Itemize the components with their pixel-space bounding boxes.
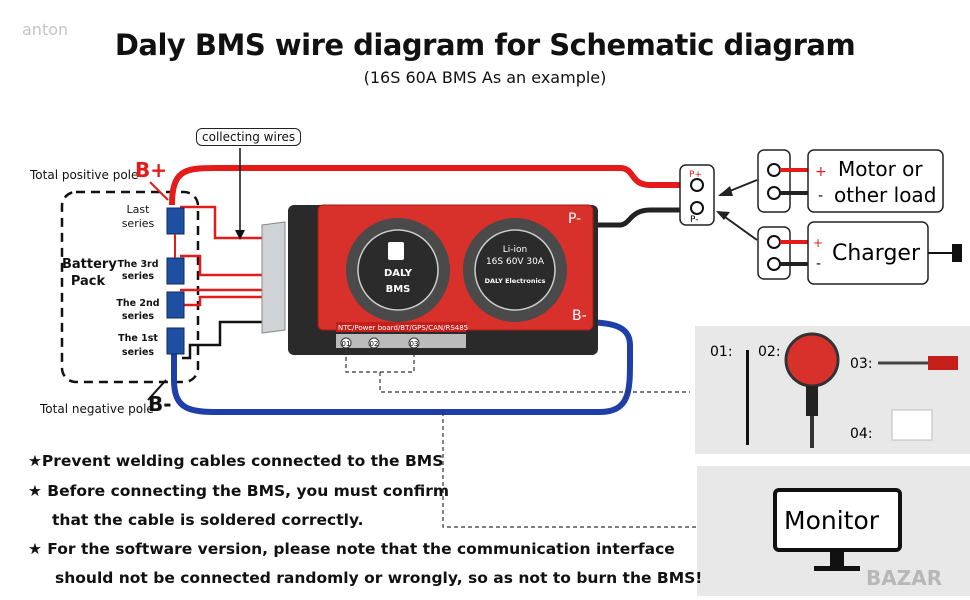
accessory-02-label: 02: — [758, 344, 781, 360]
cell-2nd — [166, 291, 185, 319]
ntc-sensor — [746, 350, 749, 445]
p-terminal — [679, 164, 715, 226]
bms-badge: BMS — [386, 284, 411, 295]
note-1: ★Prevent welding cables connected to the… — [28, 452, 444, 470]
svg-text:P-: P- — [690, 215, 698, 225]
fan-right: Li-ion 16S 60V 30A DALY Electronics — [463, 218, 567, 322]
monitor-label: Monitor — [784, 506, 880, 535]
total-positive-label: Total positive pole — [30, 168, 139, 182]
note-3-cont: should not be connected randomly or wron… — [55, 569, 703, 587]
note-2-cont: that the cable is soldered correctly. — [52, 511, 364, 529]
cell-3rd — [166, 257, 185, 285]
battery-pack-outline — [60, 190, 200, 384]
svg-text:02: 02 — [370, 340, 379, 348]
accessory-04-label: 04: — [850, 426, 873, 442]
load-box — [807, 149, 944, 213]
total-negative-label: Total negative pole — [40, 402, 154, 416]
b-plus-label: B+ — [135, 158, 168, 182]
usb-adapter — [928, 356, 958, 370]
watermark: BAZAR — [866, 566, 943, 590]
bms-p-minus: P- — [568, 211, 581, 227]
plug-icon — [952, 244, 962, 262]
positive-wire — [169, 165, 685, 206]
cell-last — [166, 207, 185, 235]
bms-ports: 01 02 03 — [340, 337, 420, 349]
bms-b-minus: B- — [572, 308, 587, 324]
bluetooth-module — [784, 332, 840, 388]
svg-text:+: + — [815, 164, 827, 180]
charger-label: Charger — [832, 241, 921, 266]
collector-connector — [261, 221, 286, 334]
accessory-01-label: 01: — [710, 344, 733, 360]
battery-pack-line: Battery — [62, 257, 117, 272]
collecting-wires-label: collecting wires — [196, 128, 302, 146]
battery-pack-label: Battery Pack — [62, 256, 117, 290]
svg-text:+: + — [813, 236, 823, 250]
p-minus-wire — [590, 207, 685, 228]
battery-pack-line: Pack — [70, 274, 106, 289]
diagram-title: Daly BMS wire diagram for Schematic diag… — [114, 28, 856, 62]
fan-left: DALY BMS — [346, 218, 450, 322]
accessory-03-label: 03: — [850, 356, 873, 372]
monitor-icon — [773, 488, 902, 552]
diagram-subtitle: (16S 60A BMS As an example) — [363, 68, 607, 87]
bms-port-label: NTC/Power board/BT/GPS/CAN/RS485 — [338, 324, 468, 332]
bms-spec: 16S 60V 30A — [486, 257, 545, 267]
note-2: ★ Before connecting the BMS, you must co… — [28, 482, 450, 500]
bms-maker: DALY Electronics — [485, 277, 546, 285]
svg-text:-: - — [818, 188, 823, 204]
can-module — [891, 409, 933, 441]
bms-chemistry: Li-ion — [503, 245, 527, 255]
negative-wire — [171, 319, 633, 415]
cell-1st — [166, 327, 185, 355]
b-minus-label: B- — [148, 392, 172, 416]
sense-wires — [180, 205, 262, 307]
battery-cells — [166, 207, 185, 355]
svg-text:03: 03 — [410, 340, 419, 348]
svg-text:P+: P+ — [689, 170, 702, 180]
load-label: other load — [834, 183, 936, 207]
svg-text:-: - — [816, 256, 821, 272]
bms-brand: DALY — [384, 268, 413, 279]
motor-label: Motor or — [838, 157, 923, 181]
note-3: ★ For the software version, please note … — [28, 540, 675, 558]
watermark: anton — [22, 20, 69, 39]
svg-text:01: 01 — [342, 340, 351, 348]
